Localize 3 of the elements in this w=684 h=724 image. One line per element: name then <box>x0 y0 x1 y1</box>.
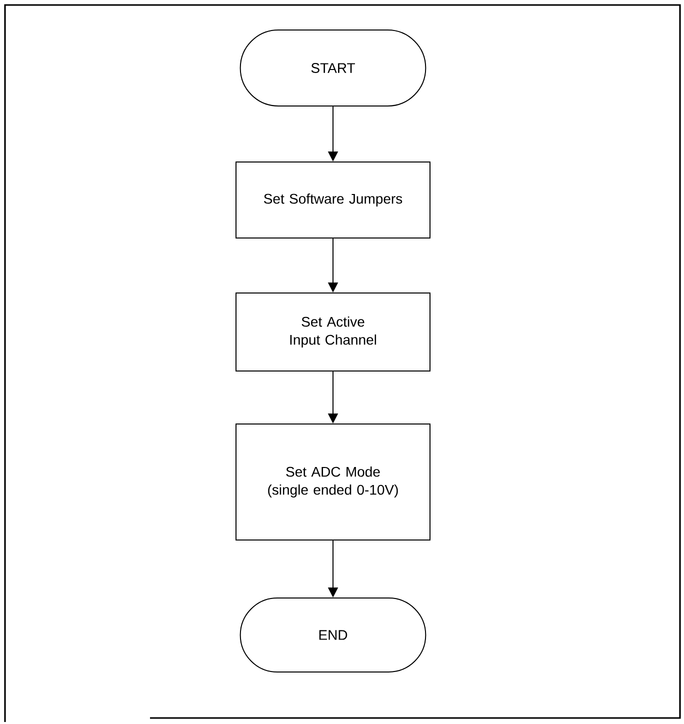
process-box: Set Active Input Channel <box>236 292 430 372</box>
process-box: Set Software Jumpers <box>236 162 430 238</box>
process-box: Set ADC Mode (single ended 0-10V) <box>236 424 430 540</box>
